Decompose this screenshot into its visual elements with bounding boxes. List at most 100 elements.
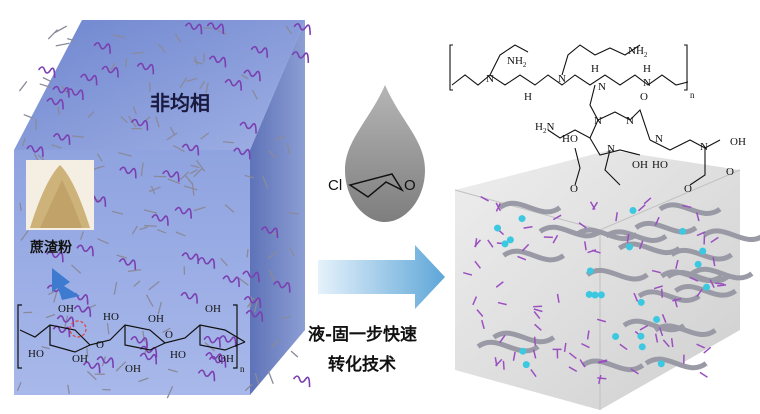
side-chain (715, 282, 725, 286)
side-chain (661, 314, 667, 323)
fiber (157, 301, 163, 315)
polymer-chain (292, 375, 311, 388)
side-chain (530, 368, 537, 378)
side-chain (476, 309, 484, 317)
fiber (16, 381, 22, 392)
active-site (637, 298, 645, 306)
network-strand (666, 269, 730, 284)
side-chain (568, 366, 578, 373)
side-chain (675, 259, 679, 269)
polymer-network (463, 196, 760, 384)
pei-n: N (700, 141, 708, 153)
active-site (657, 360, 665, 368)
side-chain (587, 249, 597, 254)
fiber (169, 126, 176, 136)
cellulose-oh: OH (205, 303, 221, 315)
fiber (200, 132, 210, 140)
polymer-chain (52, 133, 71, 145)
side-chain (654, 333, 659, 343)
side-chain (472, 296, 478, 306)
polymer-chain (52, 85, 70, 98)
fiber (138, 377, 149, 383)
polymer-chain (82, 361, 101, 374)
side-chain (630, 368, 639, 375)
fiber (196, 159, 206, 172)
fiber (54, 25, 68, 34)
fiber (246, 249, 249, 258)
polymer-chain (250, 45, 269, 58)
network-strand (644, 356, 708, 371)
fiber (166, 132, 178, 141)
active-site (694, 260, 702, 268)
cube-side-face (250, 20, 305, 395)
fiber (288, 212, 300, 215)
network-strand (476, 339, 540, 354)
side-chain (703, 346, 712, 354)
fiber (131, 51, 144, 55)
side-chain (563, 342, 567, 352)
polymer-chain (101, 65, 119, 78)
fiber (286, 143, 291, 155)
polymer-chain (242, 270, 260, 283)
network-strand (538, 224, 602, 239)
process-label-line2: 转化技术 (328, 354, 396, 375)
side-chain (480, 196, 489, 202)
pei-oh: OH (730, 136, 746, 148)
fiber (189, 169, 198, 175)
side-chain (626, 233, 630, 243)
side-chain (463, 271, 473, 276)
side-chain (696, 343, 706, 349)
side-chain (674, 298, 678, 308)
pei-n: N (486, 73, 494, 85)
side-chain (481, 319, 485, 330)
side-chain (682, 204, 692, 209)
fiber (21, 137, 26, 147)
fiber (193, 206, 206, 212)
modified-material-cube (454, 150, 760, 410)
polymer-chain (203, 335, 221, 348)
fiber (113, 281, 118, 295)
fiber (167, 368, 178, 373)
active-site (585, 290, 593, 298)
pei-n: N (598, 81, 606, 93)
fiber (139, 226, 148, 231)
heterogeneous-cube (14, 20, 311, 399)
polymer-chain (80, 73, 98, 86)
side-chain (552, 214, 562, 221)
polymer-chain (224, 78, 242, 91)
side-chain (533, 336, 536, 346)
fiber (155, 116, 160, 128)
polymer-chain (118, 258, 137, 270)
cube-top-face (14, 20, 305, 150)
polymer-chain (239, 121, 257, 134)
fiber (97, 238, 109, 245)
fiber (86, 370, 97, 381)
fiber (251, 89, 258, 100)
fiber (120, 116, 128, 124)
fiber (47, 29, 58, 40)
side-chain (654, 216, 660, 226)
fiber (148, 82, 151, 93)
network-strand (702, 228, 760, 243)
polymer-chain (66, 88, 84, 101)
side-chain (699, 371, 708, 378)
side-chain (568, 352, 577, 360)
pei-h: H (524, 91, 532, 103)
fiber (183, 185, 198, 191)
fiber (175, 231, 186, 237)
polymer-chain (76, 244, 94, 257)
fiber (205, 82, 209, 94)
polymer-chain (46, 250, 64, 263)
network-strand (498, 200, 562, 215)
fiber (106, 323, 110, 335)
side-chain (487, 239, 494, 248)
network-strand (634, 220, 698, 235)
fiber (220, 257, 228, 267)
active-site (591, 291, 599, 299)
polymer-chain (219, 335, 237, 347)
fiber (23, 113, 34, 119)
side-chain (552, 234, 559, 244)
polymer-chain (139, 345, 158, 358)
polymer-chain (151, 214, 169, 226)
